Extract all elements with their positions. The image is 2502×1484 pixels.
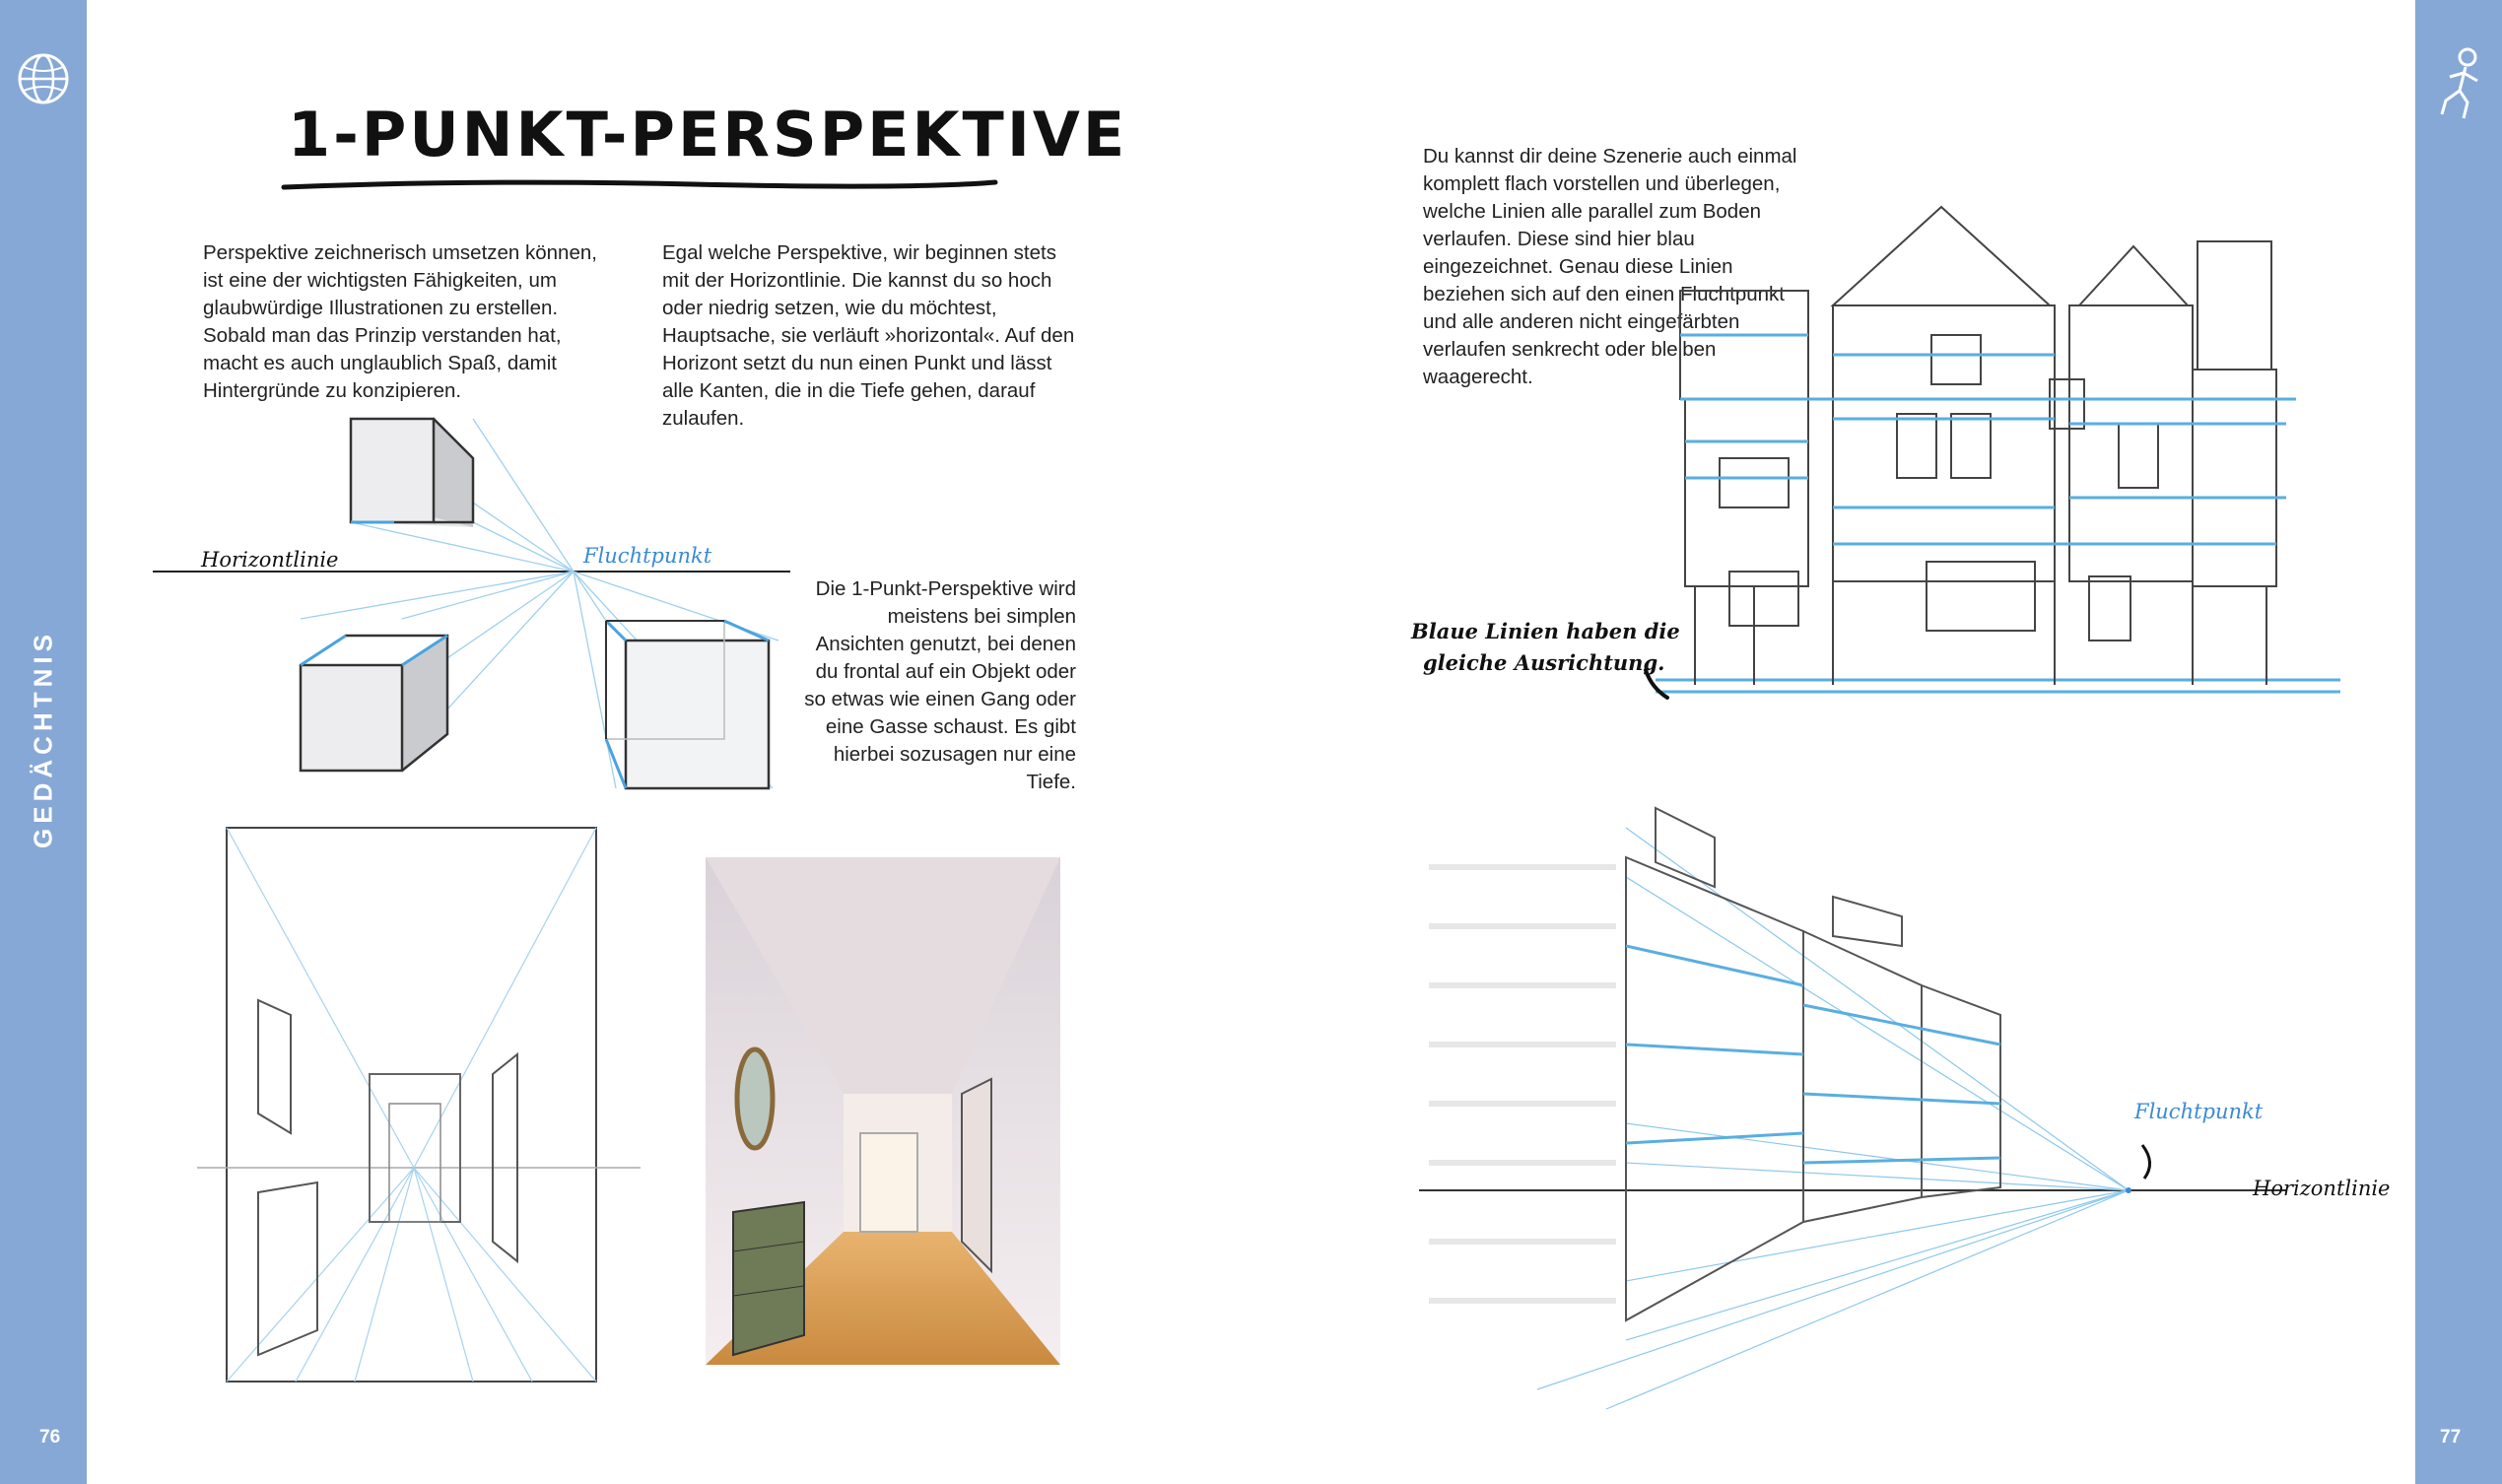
right-margin-band [2415, 0, 2502, 1484]
flat-scene-paragraph: Du kannst dir deine Szenerie auch einmal… [1423, 145, 1797, 388]
blue-lines-label-line1: Blaue Linien haben die [1411, 619, 1680, 643]
blue-lines-label-line2: gleiche Ausrichtung. [1423, 650, 1665, 675]
vanishing-point-label: Fluchtpunkt [583, 544, 712, 568]
corridor-illustration [706, 857, 1060, 1365]
title-underline [281, 179, 998, 190]
facade-illustration [1656, 205, 2340, 694]
page-number-right: 77 [2440, 1427, 2462, 1448]
intro-left-paragraph: Perspektive zeichnerisch umsetzen können… [203, 241, 597, 402]
cube-perspective-diagram [153, 417, 790, 790]
running-figure-icon [2440, 47, 2478, 119]
corridor-sketch [197, 827, 641, 1383]
horizon-label: Horizontlinie [201, 548, 339, 572]
street-vanishing-label: Fluchtpunkt [2134, 1100, 2264, 1123]
page-number-left: 76 [39, 1427, 61, 1448]
street-horizon-label: Horizontlinie [2253, 1177, 2391, 1200]
section-label: GEDÄCHTNIS [28, 630, 58, 848]
intro-right-paragraph: Egal welche Perspektive, wir beginnen st… [662, 241, 1075, 430]
street-perspective-sketch [1419, 806, 2286, 1410]
globe-icon [18, 53, 69, 104]
left-margin-band [0, 0, 87, 1484]
pointer-arrow [1644, 668, 1669, 700]
one-point-paragraph: Die 1-Punkt-Perspektive wird meistens be… [804, 577, 1076, 793]
page-title: 1-PUNKT-PERSPEKTIVE [288, 99, 1128, 170]
